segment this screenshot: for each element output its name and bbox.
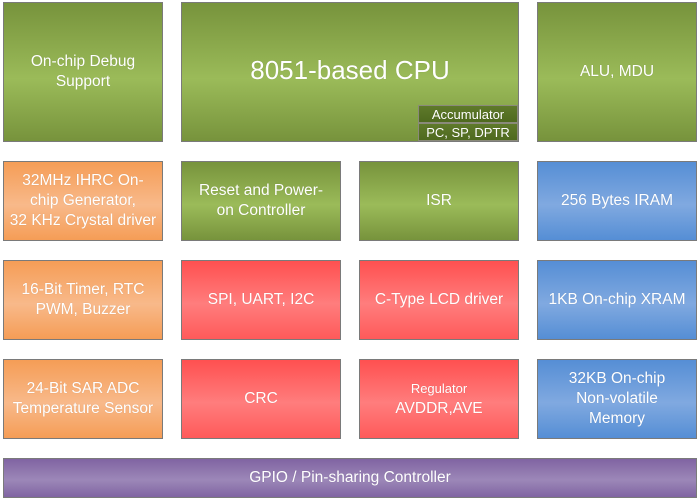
- adc-label: 24-Bit SAR ADC Temperature Sensor: [12, 380, 154, 417]
- register-pc-sp-dptr: PC, SP, DPTR: [418, 123, 518, 141]
- timer-label: 16-Bit Timer, RTC PWM, Buzzer: [21, 281, 145, 318]
- flash-memory-block: 32KB On-chip Non-volatile Memory: [537, 359, 697, 439]
- alu-mdu-label: ALU, MDU: [579, 63, 655, 80]
- clock-generator-label: 32MHz IHRC On- chip Generator, 32 KHz Cr…: [9, 172, 157, 229]
- register-accumulator: Accumulator: [418, 105, 518, 123]
- serial-interfaces-block: SPI, UART, I2C: [181, 260, 341, 340]
- crc-label: CRC: [244, 390, 278, 407]
- iram-block: 256 Bytes IRAM: [537, 161, 697, 241]
- cpu-label: 8051-based CPU: [250, 55, 450, 85]
- flash-memory-label: 32KB On-chip Non-volatile Memory: [568, 370, 666, 427]
- clock-generator-block: 32MHz IHRC On- chip Generator, 32 KHz Cr…: [3, 161, 163, 241]
- regulator-label: AVDDR,AVE: [395, 400, 483, 417]
- regulator-block: Regulator AVDDR,AVE: [359, 359, 519, 439]
- gpio-controller-label: GPIO / Pin-sharing Controller: [249, 469, 451, 486]
- on-chip-debug-label: On-chip Debug Support: [30, 53, 136, 90]
- alu-mdu-block: ALU, MDU: [537, 2, 697, 142]
- regulator-title: Regulator: [410, 381, 468, 396]
- reset-controller-label: Reset and Power- on Controller: [198, 182, 324, 219]
- adc-block: 24-Bit SAR ADC Temperature Sensor: [3, 359, 163, 439]
- isr-block: ISR: [359, 161, 519, 241]
- serial-interfaces-label: SPI, UART, I2C: [207, 291, 315, 308]
- xram-block: 1KB On-chip XRAM: [537, 260, 697, 340]
- on-chip-debug-block: On-chip Debug Support: [3, 2, 163, 142]
- crc-block: CRC: [181, 359, 341, 439]
- lcd-driver-block: C-Type LCD driver: [359, 260, 519, 340]
- lcd-driver-label: C-Type LCD driver: [374, 291, 504, 308]
- iram-label: 256 Bytes IRAM: [561, 192, 673, 209]
- timer-block: 16-Bit Timer, RTC PWM, Buzzer: [3, 260, 163, 340]
- cpu-block: 8051-based CPU Accumulator PC, SP, DPTR: [181, 2, 519, 142]
- gpio-controller-bar: GPIO / Pin-sharing Controller: [3, 458, 697, 498]
- isr-label: ISR: [426, 192, 452, 209]
- cpu-registers: Accumulator PC, SP, DPTR: [418, 105, 518, 141]
- reset-controller-block: Reset and Power- on Controller: [181, 161, 341, 241]
- xram-label: 1KB On-chip XRAM: [548, 291, 686, 308]
